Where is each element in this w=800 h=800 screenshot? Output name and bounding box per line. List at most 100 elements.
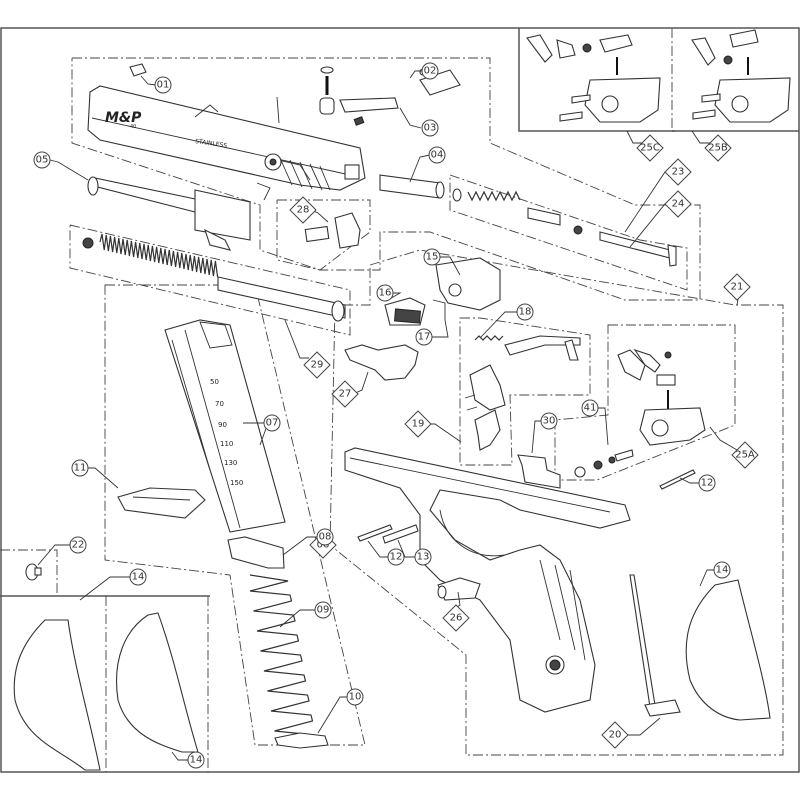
- callout-circle: [428, 146, 446, 164]
- rear-sight-parts: [319, 66, 461, 126]
- grip-plug: [25, 563, 42, 581]
- callout-label: 18: [519, 307, 532, 318]
- sear-block-parts: [574, 348, 706, 478]
- callout-14: 14: [713, 561, 731, 579]
- slide-caliber: 40: [130, 124, 136, 130]
- magazine-tube: 50 70 90 110 130 150: [164, 319, 286, 533]
- trigger-group-boundary: [459, 317, 591, 466]
- callout-label: 08: [319, 532, 332, 543]
- callout-12: 12: [387, 548, 405, 566]
- spring-plate: [274, 732, 329, 749]
- callout-01: 01: [154, 76, 172, 94]
- callout-circle: [71, 459, 89, 477]
- callout-label: 25B: [708, 143, 728, 154]
- magazine-spring: [249, 574, 315, 736]
- callout-circle: [423, 248, 441, 266]
- tube: [379, 174, 445, 199]
- callout-03: 03: [421, 119, 439, 137]
- striker-parts: [452, 188, 677, 267]
- callout-label: 25A: [735, 450, 755, 461]
- striker-boundary: [449, 174, 688, 291]
- callout-diamond: [664, 190, 692, 218]
- callout-17: 17: [415, 328, 433, 346]
- roll-pin: [276, 96, 280, 124]
- callout-16: 16: [376, 284, 394, 302]
- grip-panel-small: [685, 579, 771, 721]
- callout-label: 05: [36, 155, 49, 166]
- callout-label: 41: [584, 403, 597, 414]
- callout-27: 27: [331, 380, 359, 408]
- callout-28: 28: [289, 196, 317, 224]
- callout-circle: [314, 601, 332, 619]
- callout-label: 12: [390, 552, 403, 563]
- callout-diamond: [731, 441, 759, 469]
- callout-19: 19: [404, 410, 432, 438]
- callout-diamond: [664, 158, 692, 186]
- callout-diamond: [723, 273, 751, 301]
- follower: [227, 536, 285, 569]
- callout-layer: 0102030405060708091011121213141414151617…: [33, 62, 759, 769]
- callout-label: 30: [543, 416, 556, 427]
- extractor: [304, 212, 361, 249]
- slide-stop: [435, 257, 501, 311]
- grip-panel-large: [13, 619, 101, 771]
- callout-25A: 25A: [731, 441, 759, 469]
- callout-circle: [154, 76, 172, 94]
- callout-02: 02: [421, 62, 439, 80]
- callout-12: 12: [698, 474, 716, 492]
- callout-18: 18: [516, 303, 534, 321]
- callout-25C: 25C: [636, 134, 664, 162]
- callout-circle: [415, 328, 433, 346]
- callout-circle: [387, 548, 405, 566]
- callout-20: 20: [601, 721, 629, 749]
- callout-label: 11: [74, 463, 87, 474]
- magazine-mark: 50: [210, 378, 219, 386]
- callout-04: 04: [428, 146, 446, 164]
- callout-label: 07: [266, 418, 279, 429]
- callout-label: 14: [132, 572, 145, 583]
- callout-circle: [33, 151, 51, 169]
- callout-13: 13: [414, 548, 432, 566]
- callout-label: 22: [72, 540, 85, 551]
- callout-circle: [69, 536, 87, 554]
- callout-label: 25C: [640, 143, 660, 154]
- callout-circle: [421, 62, 439, 80]
- recoil-spring-assembly: [82, 233, 346, 322]
- callout-30: 30: [540, 412, 558, 430]
- front-sight: [129, 63, 147, 77]
- grip-plug-boundary: [0, 549, 58, 596]
- slide: M&P 40 STAINLESS: [87, 85, 366, 191]
- callout-label: 23: [672, 167, 685, 178]
- ejector: [517, 454, 561, 489]
- pin-12-left: [357, 524, 393, 542]
- callout-07: 07: [263, 414, 281, 432]
- callout-label: 21: [731, 282, 744, 293]
- sear-block-25c: [526, 34, 661, 123]
- callout-14: 14: [129, 568, 147, 586]
- callout-diamond: [442, 604, 470, 632]
- callout-circle: [713, 561, 731, 579]
- callout-label: 10: [349, 692, 362, 703]
- callout-label: 09: [317, 605, 330, 616]
- callout-label: 26: [450, 613, 463, 624]
- callout-diamond: [331, 380, 359, 408]
- callout-24: 24: [664, 190, 692, 218]
- callout-diamond: [636, 134, 664, 162]
- callout-circle: [263, 414, 281, 432]
- floor-plate: [117, 487, 206, 519]
- callout-09: 09: [314, 601, 332, 619]
- callout-label: 20: [609, 730, 622, 741]
- callout-26: 26: [442, 604, 470, 632]
- recoil-group-boundary: [69, 224, 351, 336]
- callout-label: 02: [424, 66, 437, 77]
- callout-label: 03: [424, 123, 437, 134]
- callout-circle: [698, 474, 716, 492]
- callout-diamond: [404, 410, 432, 438]
- callout-label: 14: [716, 565, 729, 576]
- slide-logo: M&P: [105, 110, 142, 126]
- callout-label: 01: [157, 80, 170, 91]
- grip-panel-medium: [116, 612, 199, 753]
- pin-13: [382, 524, 419, 544]
- callout-10: 10: [346, 688, 364, 706]
